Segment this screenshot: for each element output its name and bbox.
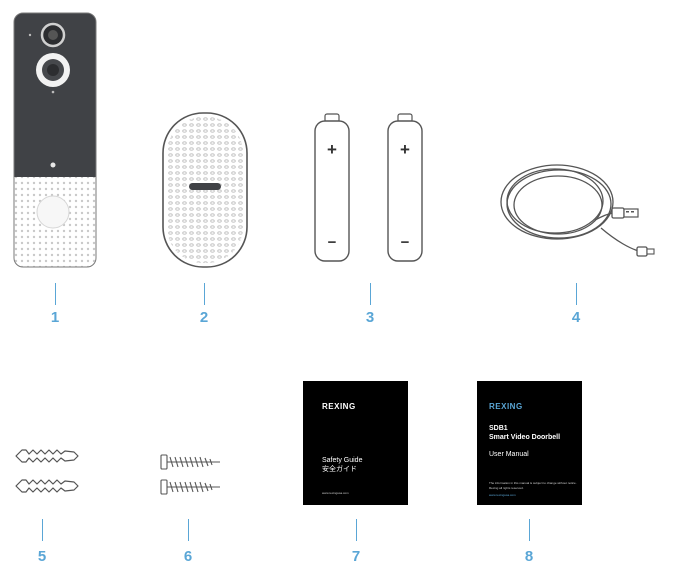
- user-manual-title: User Manual: [489, 451, 529, 458]
- safety-guide-subtitle: 安全ガイド: [322, 466, 357, 473]
- battery-right-minus: −: [400, 234, 410, 251]
- battery-left-plus: +: [327, 140, 337, 159]
- item-number-4: 4: [571, 309, 581, 326]
- leader-line-2: [204, 283, 205, 305]
- item-number-7: 7: [351, 548, 361, 565]
- leader-line-8: [529, 519, 530, 541]
- user-manual-product: Smart Video Doorbell: [489, 434, 561, 441]
- user-manual-footer: www.rexingusa.com: [489, 493, 516, 497]
- user-manual-note-line2: Rexing all rights reserved.: [489, 486, 524, 490]
- item-number-5: 5: [37, 548, 47, 565]
- safety-guide-brand: REXING: [322, 402, 356, 411]
- item-number-2: 2: [199, 309, 209, 326]
- leader-line-5: [42, 519, 43, 541]
- leader-line-3: [370, 283, 371, 305]
- battery-right-image: [387, 113, 423, 262]
- user-manual-brand: REXING: [489, 402, 523, 411]
- item-number-8: 8: [524, 548, 534, 565]
- safety-guide-footer: www.rexingusa.com: [322, 491, 349, 495]
- battery-right-plus: +: [400, 140, 410, 159]
- chime-image: [162, 112, 248, 268]
- screws-image: [160, 454, 220, 495]
- usb-cable-image: [500, 164, 655, 257]
- item-number-1: 1: [50, 309, 60, 326]
- item-number-3: 3: [365, 309, 375, 326]
- item-number-6: 6: [183, 548, 193, 565]
- leader-line-7: [356, 519, 357, 541]
- user-manual-note-line1: The information in this manual is subjec…: [489, 481, 577, 485]
- safety-guide-title: Safety Guide: [322, 457, 363, 464]
- user-manual-booklet: REXING SDB1 Smart Video Doorbell User Ma…: [477, 381, 582, 505]
- user-manual-model: SDB1: [489, 425, 508, 432]
- safety-guide-booklet: REXING Safety Guide 安全ガイド www.rexingusa.…: [303, 381, 408, 505]
- battery-left-image: [314, 113, 350, 262]
- leader-line-4: [576, 283, 577, 305]
- battery-left-minus: −: [327, 234, 337, 251]
- wall-anchors-image: [15, 449, 79, 493]
- leader-line-6: [188, 519, 189, 541]
- leader-line-1: [55, 283, 56, 305]
- video-doorbell-image: [13, 12, 97, 268]
